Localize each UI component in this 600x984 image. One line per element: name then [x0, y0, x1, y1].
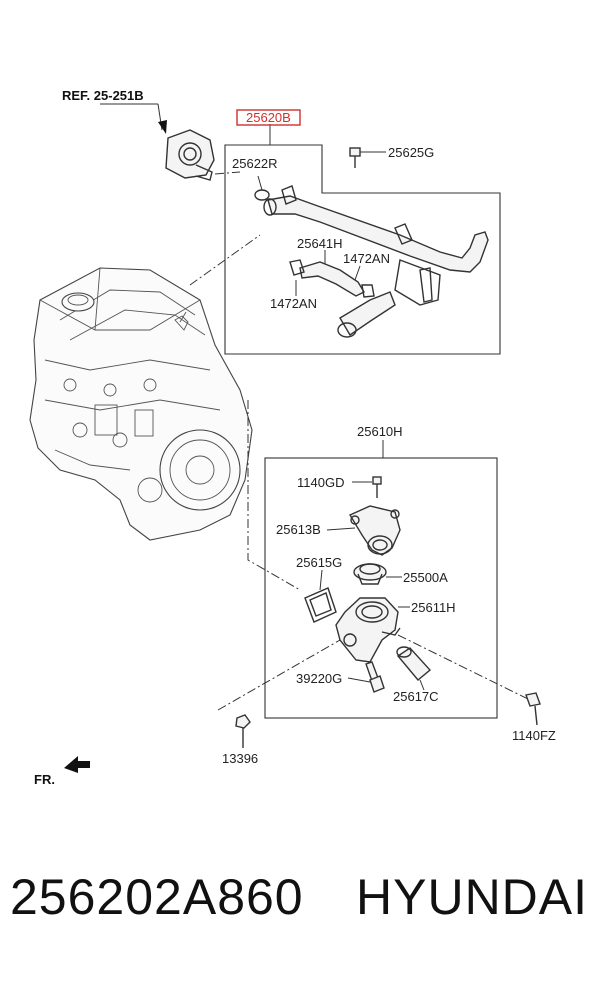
thermostat-assembly-box	[264, 457, 498, 719]
hose-25641h	[289, 259, 375, 298]
label-1140fz: 1140FZ	[512, 728, 556, 743]
part-number: 256202A860	[10, 869, 304, 925]
bolt-1140fz	[525, 692, 541, 726]
brand-name: HYUNDAI	[356, 869, 589, 925]
housing-25611h	[335, 597, 401, 663]
label-25615g: 25615G	[296, 555, 342, 570]
label-25617c: 25617C	[393, 689, 439, 704]
label-25641h: 25641H	[297, 236, 343, 251]
pipe-assembly-box	[224, 144, 501, 355]
o-ring-25622r	[254, 189, 270, 201]
caption-bar: 256202A860 HYUNDAI	[0, 868, 600, 948]
bolt-1140gd	[372, 476, 382, 498]
nut-13396	[235, 714, 251, 748]
gasket-25615g	[304, 587, 337, 623]
label-25500a: 25500A	[403, 570, 448, 585]
label-25625g: 25625G	[388, 145, 434, 160]
parts-diagram: REF. 25-251B 25620B 25622R 25625G 25641H…	[29, 88, 556, 787]
sensor-39220g	[365, 661, 385, 693]
label-1140gd: 1140GD	[297, 475, 344, 490]
label-39220g: 39220G	[296, 671, 342, 686]
thermostat-25500a	[353, 563, 387, 585]
pipe-25617c	[396, 646, 432, 681]
label-13396: 13396	[222, 751, 258, 766]
label-1472an-b: 1472AN	[270, 296, 317, 311]
label-1472an-a: 1472AN	[343, 251, 390, 266]
water-pipe	[263, 185, 489, 338]
selected-part-label[interactable]: 25620B	[246, 110, 291, 125]
engine-block-illustration	[29, 267, 253, 541]
label-25622r: 25622R	[232, 156, 278, 171]
ref-housing-illustration	[165, 129, 215, 181]
bolt-25625g	[349, 147, 361, 168]
label-25613b: 25613B	[276, 522, 321, 537]
front-arrow-icon	[64, 756, 90, 773]
label-25611h: 25611H	[411, 600, 456, 615]
ref-label: REF. 25-251B	[62, 88, 144, 103]
front-label: FR.	[34, 772, 55, 787]
label-25610h: 25610H	[357, 424, 403, 439]
outlet-fitting-25613b	[348, 505, 401, 556]
